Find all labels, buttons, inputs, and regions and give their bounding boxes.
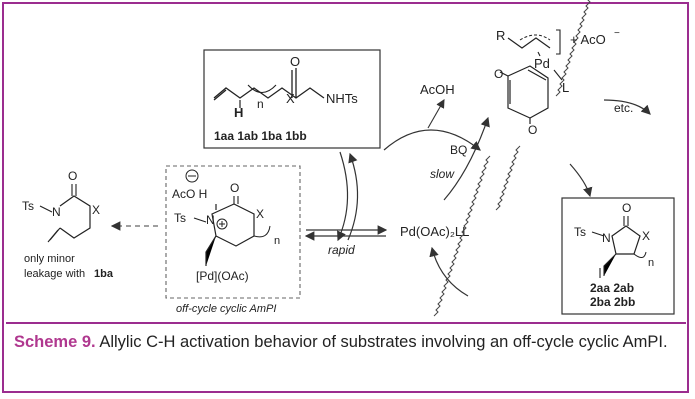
leak-bold: 1ba <box>94 268 114 280</box>
substrate-o: O <box>290 54 300 69</box>
caption-text: Allylic C-H activation behavior of subst… <box>95 333 668 351</box>
substrate-h: H <box>234 105 243 120</box>
prod-ids2: 2ba 2bb <box>590 295 635 309</box>
leak-text2: leakage with <box>24 268 85 280</box>
substrate-structure <box>213 68 325 101</box>
prod-n-sub: n <box>648 257 654 269</box>
wavy-divider <box>555 0 591 97</box>
etc-label: etc. <box>614 101 633 115</box>
prod-n: N <box>602 231 611 245</box>
allyl-aco: + AcO <box>570 32 606 47</box>
leak-n: N <box>52 205 61 219</box>
ampi-o: O <box>230 181 239 195</box>
leak-text1: only minor <box>24 253 75 265</box>
ampi-ring <box>211 203 255 247</box>
ampi-x: X <box>256 207 264 221</box>
ampi-pd: [Pd](OAc) <box>196 269 249 283</box>
ampi-acoh: AcO H <box>172 187 207 201</box>
ampi-ts: Ts <box>174 211 186 225</box>
ampi-n: N <box>206 213 215 227</box>
prod-o: O <box>622 201 631 215</box>
prod-ring <box>611 225 641 255</box>
prod-ts: Ts <box>574 225 586 239</box>
prod-x: X <box>642 229 650 243</box>
product-box <box>561 197 675 315</box>
substrate-nhts: NHTs <box>326 91 358 106</box>
slow-label: slow <box>430 167 455 181</box>
acoh-label: AcOH <box>420 82 455 97</box>
substrate-box <box>203 49 381 149</box>
substrate-x: X <box>286 91 295 106</box>
ampi-n-sub: n <box>274 235 280 247</box>
allyl-minus: − <box>614 28 620 39</box>
caption-lead: Scheme 9. <box>14 333 96 351</box>
ampi-label: off-cycle cyclic AmPI <box>176 303 276 315</box>
leak-ts: Ts <box>22 199 34 213</box>
scheme-caption: Scheme 9. Allylic C-H activation behavio… <box>14 332 674 353</box>
allyl-pd: Pd <box>534 56 550 71</box>
allyl-l: L <box>562 80 569 95</box>
pd-complex: Pd(OAc)₂LL <box>400 224 469 239</box>
allyl-r: R <box>496 28 505 43</box>
benzoquinone <box>507 65 549 119</box>
leak-ring <box>59 195 91 239</box>
substrate-ids: 1aa 1ab 1ba 1bb <box>214 129 307 143</box>
reaction-scheme: H n X O NHTs 1aa 1ab 1ba 1bb AcOH BQ slo… <box>22 0 675 317</box>
rapid-label: rapid <box>328 243 355 257</box>
leak-x: X <box>92 203 100 217</box>
leak-o: O <box>68 169 77 183</box>
ampi-box <box>165 165 301 299</box>
bq-label: BQ <box>450 143 467 157</box>
svg-text:O: O <box>528 123 537 137</box>
svg-text:O: O <box>494 67 503 81</box>
prod-ids1: 2aa 2ab <box>590 281 634 295</box>
substrate-n: n <box>257 97 264 111</box>
caption-divider <box>6 322 686 324</box>
